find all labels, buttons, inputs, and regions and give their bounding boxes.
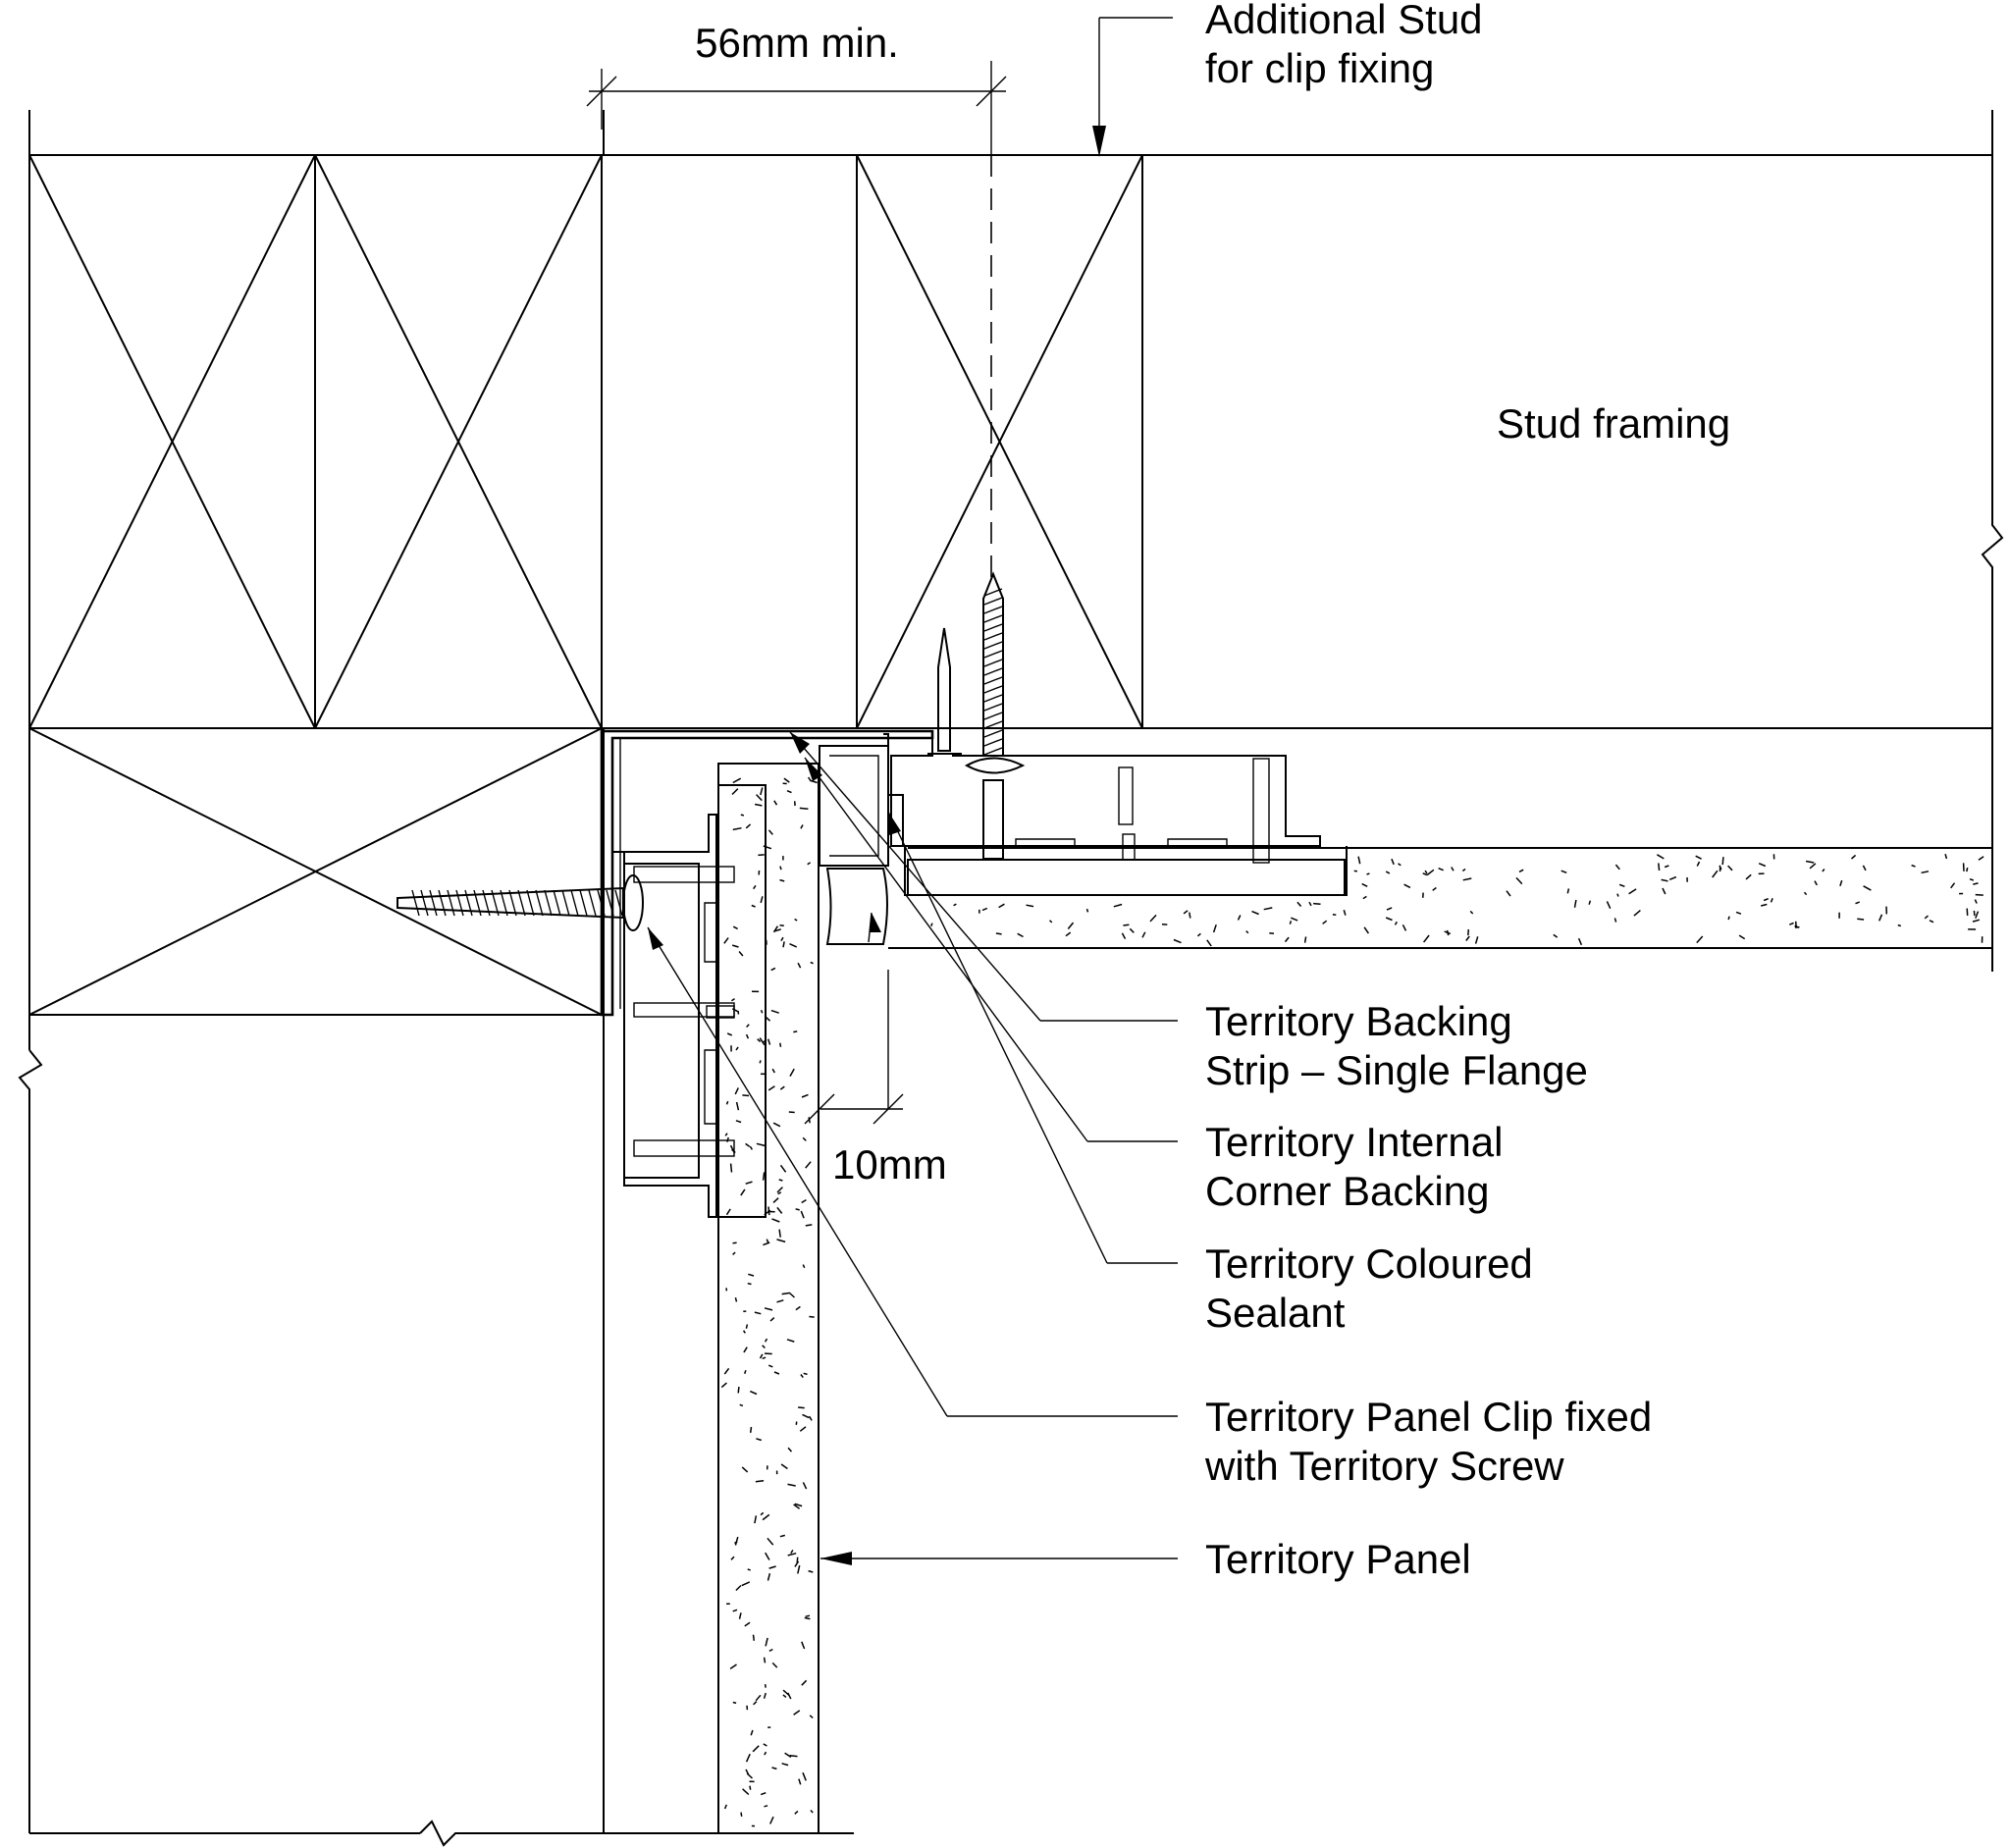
- dimension-10mm-label: 10mm: [832, 1141, 947, 1188]
- internal-corner-backing: [600, 729, 934, 1017]
- territory-screw-horizontal-icon: [397, 874, 644, 931]
- dimension-56mm-label: 56mm min.: [695, 20, 899, 66]
- stud-framing: [18, 110, 2004, 1847]
- label-stud-framing: Stud framing: [1497, 400, 1730, 447]
- label-coloured-sealant: Territory Coloured Sealant: [1205, 1241, 1544, 1336]
- nail-icon: [927, 627, 962, 755]
- label-panel-clip: Territory Panel Clip fixed with Territor…: [1204, 1394, 1664, 1489]
- leader-lines: [647, 17, 1178, 1565]
- labels: Additional Stud for clip fixing Stud fra…: [1204, 0, 1730, 1582]
- label-territory-panel: Territory Panel: [1205, 1536, 1471, 1582]
- label-additional-stud: Additional Stud for clip fixing: [1205, 0, 1494, 91]
- dimension-10mm: 10mm: [804, 970, 947, 1188]
- territory-panel-horizontal: [888, 847, 1992, 949]
- dimension-56mm: 56mm min.: [586, 20, 1007, 579]
- territory-panel-vertical: [717, 763, 820, 1834]
- backing-strip-single-flange: [819, 733, 904, 867]
- territory-screw-vertical-icon: [964, 571, 1026, 860]
- panel-clip-horizontal: [890, 738, 1348, 896]
- label-internal-corner-backing: Territory Internal Corner Backing: [1205, 1119, 1514, 1214]
- label-backing-strip: Territory Backing Strip – Single Flange: [1205, 998, 1588, 1093]
- coloured-sealant: [825, 868, 888, 945]
- panel-clip-vertical: [612, 784, 767, 1218]
- panel-core-speckle: [720, 776, 1984, 1827]
